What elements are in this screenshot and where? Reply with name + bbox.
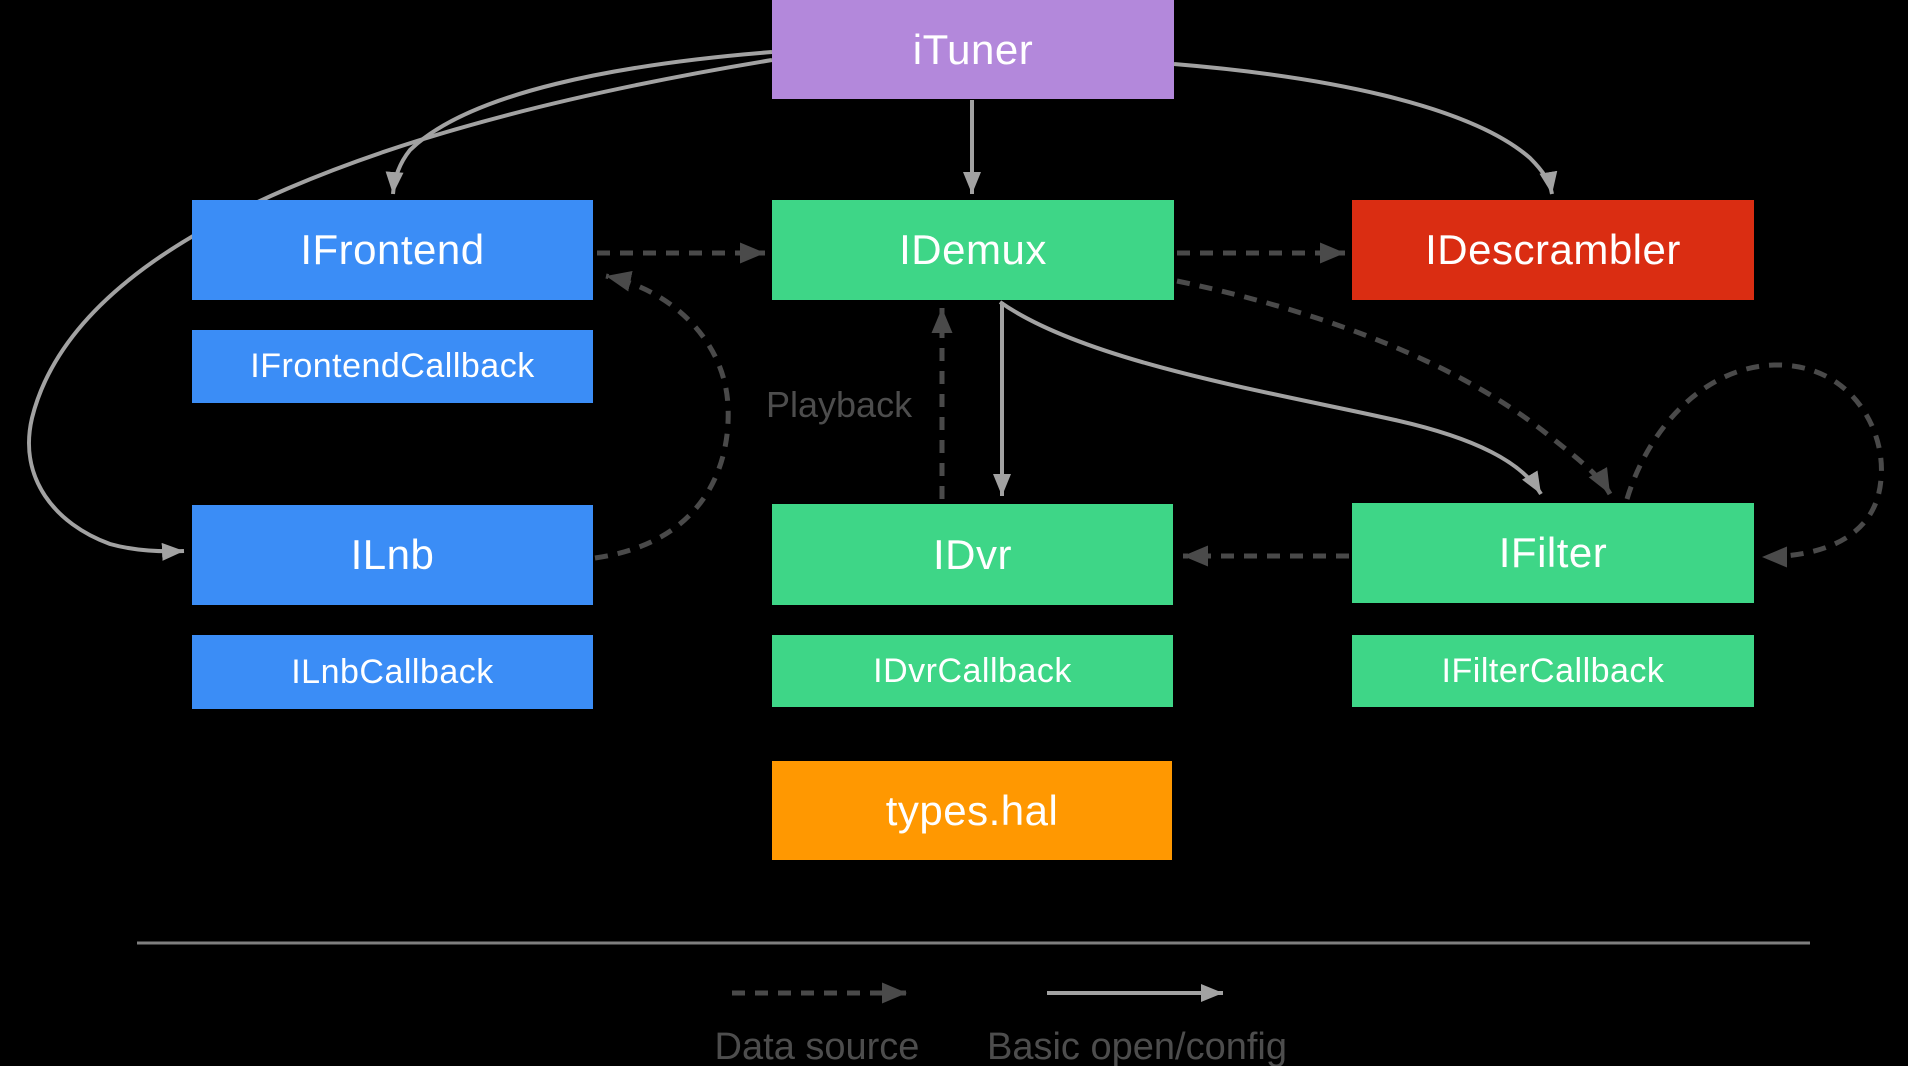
node-ilnbcallback-label: ILnbCallback xyxy=(291,652,494,691)
edge-ituner-idescrambler xyxy=(1173,62,1558,195)
edge-ituner-ilnb xyxy=(27,58,773,561)
node-ilnbcallback: ILnbCallback xyxy=(192,635,593,709)
node-ifrontend-label: IFrontend xyxy=(300,226,485,273)
edge-idemux-ifilter-dashed xyxy=(1176,278,1613,496)
edge-ilnb-ifrontend xyxy=(594,270,731,561)
legend-data-source-label: Data source xyxy=(714,1026,920,1066)
node-typeshal-label: types.hal xyxy=(885,786,1059,834)
node-idescrambler-label: IDescrambler xyxy=(1425,226,1681,273)
node-ituner: iTuner xyxy=(772,0,1174,99)
node-ifiltercallback-label: IFilterCallback xyxy=(1441,651,1665,690)
node-idvr-label: IDvr xyxy=(933,530,1012,578)
node-idvr: IDvr xyxy=(772,504,1173,605)
node-ilnb: ILnb xyxy=(192,505,593,605)
edge-ifilter-self-loop xyxy=(1624,362,1884,568)
node-idemux-label: IDemux xyxy=(899,226,1047,273)
node-ifiltercallback: IFilterCallback xyxy=(1352,635,1754,707)
edge-ituner-ifrontend xyxy=(385,50,773,195)
node-ituner-label: iTuner xyxy=(912,25,1034,73)
edge-idemux-ifilter-solid xyxy=(998,300,1543,496)
node-ifrontend: IFrontend xyxy=(192,200,593,300)
node-ifilter-label: IFilter xyxy=(1498,529,1608,576)
legend-basic-open-config-label: Basic open/config xyxy=(987,1026,1287,1066)
node-idvrcallback-label: IDvrCallback xyxy=(873,651,1072,690)
node-idvrcallback: IDvrCallback xyxy=(772,635,1173,707)
node-idemux: IDemux xyxy=(772,200,1174,300)
playback-edge-label: Playback xyxy=(766,384,913,425)
node-idescrambler: IDescrambler xyxy=(1352,200,1754,300)
node-typeshal: types.hal xyxy=(772,761,1172,860)
node-ilnb-label: ILnb xyxy=(350,531,435,578)
node-ifrontendcallback-label: IFrontendCallback xyxy=(250,347,535,385)
node-ifilter: IFilter xyxy=(1352,503,1754,603)
node-ifrontendcallback: IFrontendCallback xyxy=(192,330,593,403)
